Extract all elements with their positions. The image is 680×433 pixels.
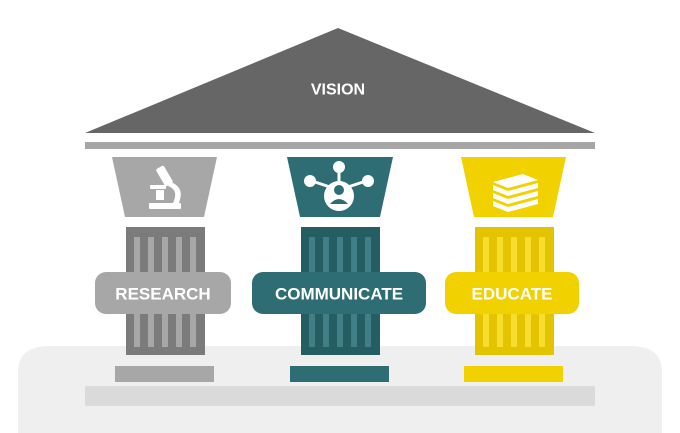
pillar-capital: [461, 157, 566, 217]
roof: [85, 28, 595, 133]
pillar-label: COMMUNICATE: [275, 285, 403, 304]
base-slab: [85, 386, 595, 406]
pillar-label-badge: [445, 272, 579, 314]
pillar-educate: EDUCATE: [445, 157, 579, 382]
roof-label: VISION: [311, 82, 365, 99]
pillar-label: EDUCATE: [472, 285, 553, 304]
pillar-label-badge: [252, 272, 426, 314]
pillar-base: [464, 366, 563, 382]
network-person-icon: [304, 161, 374, 211]
pillar-base: [115, 366, 214, 382]
pillar-research: RESEARCH: [95, 157, 231, 382]
pillar-label-badge: [95, 272, 231, 314]
beam: [85, 142, 595, 149]
pillar-base: [290, 366, 389, 382]
books-icon: [493, 174, 538, 212]
pillar-communicate: COMMUNICATE: [252, 157, 426, 382]
microscope-icon: [149, 165, 181, 209]
pillar-label: RESEARCH: [115, 285, 210, 304]
